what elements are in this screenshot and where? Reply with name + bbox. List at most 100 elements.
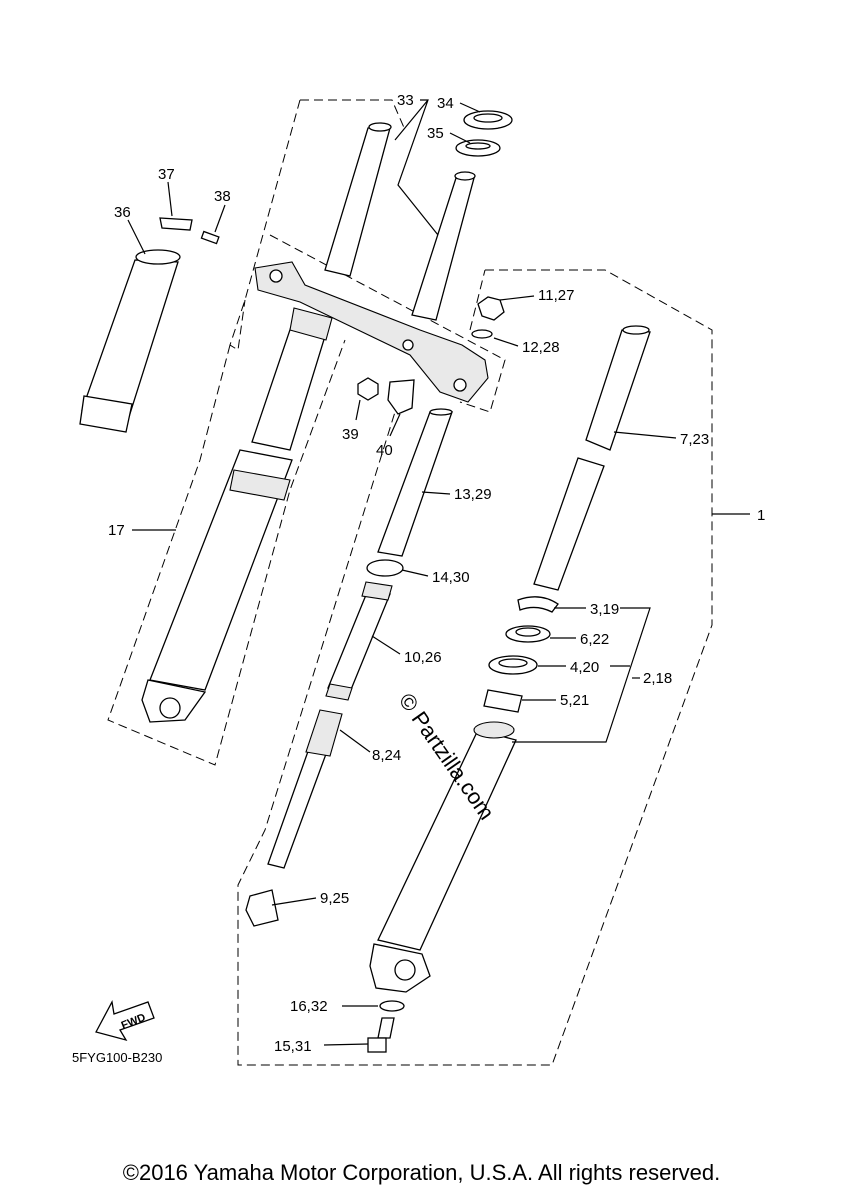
stem-top xyxy=(454,171,476,181)
inner-tube-7-top xyxy=(622,325,650,335)
label-part-10: 10,26 xyxy=(404,649,442,666)
inner-tube-7-lower xyxy=(533,457,605,591)
leader-8 xyxy=(339,729,371,753)
leader-7 xyxy=(613,431,677,439)
bearing-35-inner xyxy=(465,142,491,150)
leader-37 xyxy=(167,181,173,217)
leader-11 xyxy=(499,295,535,301)
label-part-35: 35 xyxy=(427,125,444,142)
pipe-13 xyxy=(377,411,453,557)
outer-tube-2-top xyxy=(473,721,515,739)
part-labels: 1 2,18 3,19 4,20 5,21 6,22 7,23 8,24 9,2… xyxy=(108,92,765,1055)
label-part-12: 12,28 xyxy=(522,339,560,356)
boot-top xyxy=(135,249,181,265)
bracket-hole-right xyxy=(453,378,467,392)
lower-bracket xyxy=(254,261,489,403)
screw-38 xyxy=(200,230,220,245)
label-part-1: 1 xyxy=(757,507,765,524)
diagram-code: 5FYG100-B230 xyxy=(72,1050,162,1065)
label-part-7: 7,23 xyxy=(680,431,709,448)
leader-10 xyxy=(371,635,401,655)
leader-40 xyxy=(389,413,401,437)
bolt-15 xyxy=(377,1017,395,1039)
label-part-13: 13,29 xyxy=(454,486,492,503)
label-part-39: 39 xyxy=(342,426,359,443)
label-part-36: 36 xyxy=(114,204,131,221)
right-axle-hole xyxy=(394,959,416,981)
damper-rod-coil xyxy=(305,709,343,757)
bushing-9 xyxy=(245,889,279,927)
leader-35 xyxy=(449,132,471,144)
assembly-outlines xyxy=(107,99,713,1066)
dust-boot-parts xyxy=(79,217,220,433)
small-fasteners xyxy=(357,296,505,415)
bearings xyxy=(455,110,513,157)
label-part-16: 16,32 xyxy=(290,998,328,1015)
label-part-17: 17 xyxy=(108,522,125,539)
label-part-9: 9,25 xyxy=(320,890,349,907)
left-spring-seal xyxy=(289,307,333,341)
seat-14 xyxy=(366,559,404,577)
label-part-3: 3,19 xyxy=(590,601,619,618)
pipe-13-top xyxy=(429,408,453,416)
label-part-40: 40 xyxy=(376,442,393,459)
leader-34 xyxy=(459,102,481,113)
label-part-38: 38 xyxy=(214,188,231,205)
right-leg-assembly-outline xyxy=(237,269,713,1066)
leader-14 xyxy=(401,569,429,577)
label-part-37: 37 xyxy=(158,166,175,183)
seal-6-inner xyxy=(515,627,541,637)
boot-body xyxy=(81,259,179,421)
bolt-39 xyxy=(357,377,379,401)
fwd-arrow-shape xyxy=(95,1000,155,1042)
label-part-34: 34 xyxy=(437,95,454,112)
leader-38 xyxy=(214,204,226,233)
bracket-2 xyxy=(512,607,651,743)
bracket-40 xyxy=(387,379,415,415)
clamp-37 xyxy=(159,217,193,231)
bracket-hole-left xyxy=(269,269,283,283)
washer-4-inner xyxy=(498,658,528,668)
steering-stem-assembly xyxy=(254,122,489,403)
damper-parts xyxy=(245,408,453,927)
leader-lines xyxy=(127,99,750,1046)
bolt-15-head xyxy=(367,1037,387,1053)
leader-13 xyxy=(421,491,451,495)
left-axle-hole xyxy=(159,697,181,719)
label-part-15: 15,31 xyxy=(274,1038,312,1055)
leader-9 xyxy=(271,897,317,906)
leader-33 xyxy=(394,99,439,236)
left-clamp-band xyxy=(229,469,291,501)
label-part-4: 4,20 xyxy=(570,659,599,676)
spring-10-top xyxy=(361,581,393,601)
label-part-6: 6,22 xyxy=(580,631,609,648)
leader-39 xyxy=(355,399,361,421)
steering-assembly-outline xyxy=(107,99,506,766)
copyright-notice: ©2016 Yamaha Motor Corporation, U.S.A. A… xyxy=(122,1160,721,1185)
bearing-34-inner xyxy=(473,113,503,123)
spring-10-bottom xyxy=(325,683,353,701)
right-fork-parts xyxy=(367,325,651,1053)
o-ring-12 xyxy=(471,329,493,339)
left-outer-tube xyxy=(149,449,293,691)
label-part-11: 11,27 xyxy=(538,287,574,304)
leader-36 xyxy=(127,219,146,255)
label-part-14: 14,30 xyxy=(432,569,470,586)
label-part-33: 33 xyxy=(397,92,414,109)
bracket-hole-mid xyxy=(402,339,414,351)
leader-12 xyxy=(493,337,519,347)
left-fork-leg xyxy=(141,307,333,723)
washer-16 xyxy=(379,1000,405,1012)
cap-bolt-11 xyxy=(477,296,505,321)
leader-15 xyxy=(323,1043,369,1046)
fwd-arrow: FWD xyxy=(95,1000,155,1042)
bushing-5 xyxy=(483,689,523,713)
steering-stem-shaft xyxy=(411,177,475,321)
clip-3 xyxy=(517,596,559,613)
upper-tube-cap xyxy=(368,122,392,132)
upper-fork-tube xyxy=(324,127,391,277)
boot-bottom-ring xyxy=(79,395,133,433)
label-part-8: 8,24 xyxy=(372,747,401,764)
label-part-2: 2,18 xyxy=(643,670,672,687)
